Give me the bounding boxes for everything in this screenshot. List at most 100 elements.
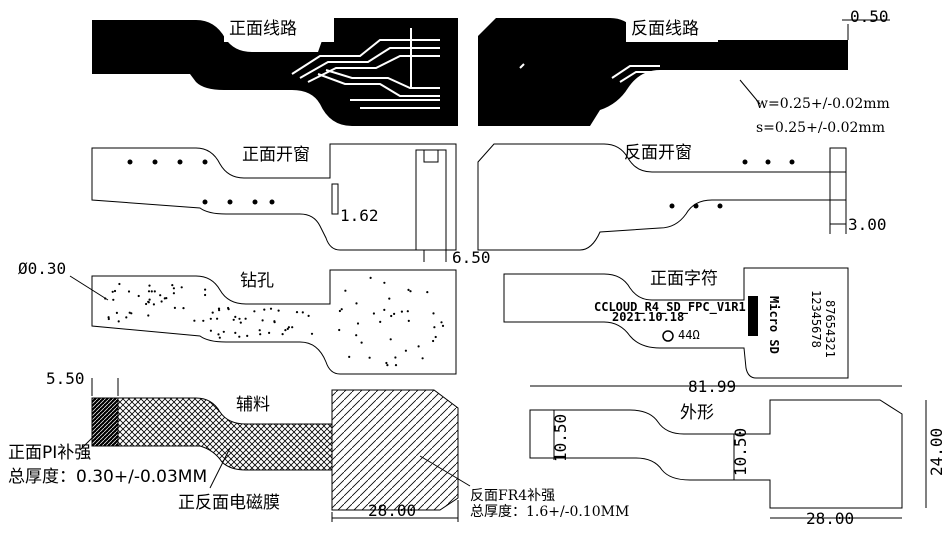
drill-hole — [107, 317, 110, 321]
front-circuit-label: 正面线路 — [229, 19, 297, 39]
drill-hole — [112, 298, 115, 301]
pi-stiffener — [91, 397, 119, 447]
back-window-panel: 反面开窗 3.00 — [477, 143, 887, 251]
dim-5-50: 5.50 — [46, 369, 85, 388]
front-window-outline — [91, 143, 457, 251]
drill-hole — [389, 338, 392, 341]
drill-hole — [273, 321, 276, 324]
drill-hole — [234, 331, 237, 334]
drill-hole — [433, 326, 436, 329]
drill-hole — [417, 345, 420, 348]
drill-hole — [355, 334, 358, 337]
accessory-panel: 辅料 5.50 正面PI补强 总厚度：0.30+/-0.03MM 正反面电磁膜 … — [8, 369, 629, 522]
drill-hole — [287, 326, 290, 329]
drill-hole — [340, 308, 343, 311]
drill-hole — [246, 334, 249, 337]
dim-10-50-left: 10.50 — [551, 414, 570, 462]
drill-hole — [145, 302, 148, 306]
drill-hole — [281, 333, 284, 336]
drill-hole — [172, 292, 175, 295]
drill-hole — [432, 312, 435, 315]
fr4-stiffener-note: 反面FR4补强 — [470, 488, 555, 504]
drill-hole — [204, 288, 207, 291]
drill-hole — [388, 297, 391, 300]
dim-3-00: 3.00 — [848, 215, 887, 234]
drill-hole — [369, 276, 372, 279]
drill-hole — [218, 309, 221, 312]
drill-hole — [193, 319, 196, 322]
drill-hole — [211, 311, 214, 314]
drill-hole — [217, 333, 220, 336]
line-width-note: w=0.25+/-0.02mm — [756, 96, 890, 112]
drill-hole — [269, 307, 273, 310]
drill-hole — [115, 311, 118, 314]
drill-hole — [355, 302, 358, 305]
silk-impedance-mark: 44Ω — [678, 328, 700, 342]
drill-hole — [159, 294, 162, 297]
drill-hole — [118, 282, 121, 286]
drill-hole — [385, 361, 388, 365]
drill-hole — [111, 290, 114, 293]
silk-board-name: CCLOUD_R4_SD_FPC_V1R1 — [594, 300, 746, 315]
dim-81-99: 81.99 — [688, 377, 736, 396]
drill-hole — [307, 314, 310, 317]
dim-28-00-a: 28.00 — [368, 501, 416, 520]
pi-stiffener-note: 正面PI补强 — [8, 443, 91, 463]
drill-hole — [113, 289, 117, 293]
drill-hole — [150, 290, 153, 293]
drill-hole — [117, 320, 120, 323]
drill-hole — [147, 300, 150, 303]
drill-label: 钻孔 — [240, 271, 274, 291]
drill-hole — [393, 312, 396, 315]
drill-hole — [390, 314, 393, 318]
drill-hole — [356, 322, 360, 325]
drill-hole — [232, 318, 235, 321]
drill-hole — [286, 327, 289, 330]
drill-hole — [172, 287, 175, 290]
drill-hole — [386, 364, 389, 367]
fr4-thickness-note: 总厚度：1.6+/-0.10MM — [470, 504, 629, 520]
outline-shape — [529, 399, 903, 509]
drill-hole — [204, 293, 207, 297]
drill-hole — [295, 311, 299, 314]
drill-hole — [406, 310, 409, 313]
drill-hole — [216, 317, 219, 320]
dim-6-50: 6.50 — [452, 248, 491, 267]
drill-hole — [434, 335, 437, 339]
dim-28-00-b: 28.00 — [806, 509, 854, 528]
drill-hole — [440, 321, 443, 324]
drill-hole — [128, 311, 131, 314]
drill-hole — [383, 281, 386, 284]
drill-hole — [432, 339, 435, 343]
drill-hole — [338, 328, 341, 332]
drill-hole — [253, 310, 256, 313]
dim-1-62: 1.62 — [340, 206, 379, 225]
outline-label: 外形 — [680, 403, 714, 423]
drill-hole — [148, 284, 151, 287]
dim-10-50-mid: 10.50 — [731, 428, 750, 476]
drill-panel: 钻孔 Ø0.30 — [18, 259, 457, 375]
drill-hole — [107, 316, 110, 319]
drill-hole — [209, 317, 212, 320]
drill-hole — [409, 290, 412, 293]
drill-hole — [147, 290, 151, 293]
drill-hole — [148, 298, 151, 301]
drill-hole — [160, 300, 163, 303]
emi-film — [117, 397, 333, 471]
drill-hole — [218, 336, 221, 339]
silk-pin-numbers-b: 87654321 — [823, 300, 837, 358]
drill-hole — [372, 312, 375, 315]
back-window-label: 反面开窗 — [624, 143, 692, 163]
front-circuit-panel: 正面线路 — [92, 14, 458, 126]
dim-24-00: 24.00 — [927, 428, 946, 476]
drill-outline — [91, 269, 457, 375]
drill-hole — [182, 307, 185, 310]
drill-hole — [268, 331, 271, 334]
drill-hole — [180, 286, 183, 289]
drill-hole — [291, 326, 294, 329]
drill-hole — [259, 333, 262, 336]
drill-hole — [263, 308, 266, 311]
drill-hole — [127, 290, 131, 293]
drill-hole — [239, 321, 242, 324]
